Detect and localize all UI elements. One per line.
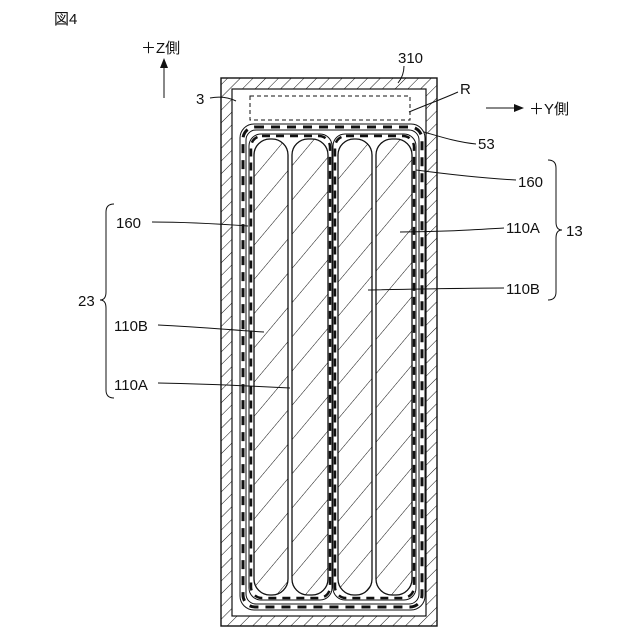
electrode-group-23: [249, 134, 332, 600]
label-110b-right: 110B: [506, 281, 540, 298]
brace-13: [548, 160, 562, 300]
z-axis-label: ＋Z側: [141, 40, 180, 57]
electrode-110b-left: [254, 139, 288, 595]
label-110a-left: 110A: [114, 377, 148, 394]
y-axis-indicator: ＋Y側: [486, 101, 569, 118]
label-310: 310: [398, 50, 423, 67]
brace-23: [100, 204, 114, 398]
label-3: 3: [196, 91, 204, 108]
label-53: 53: [478, 136, 495, 153]
figure-label: 図4: [54, 11, 77, 28]
label-r: R: [460, 81, 471, 98]
label-160-left: 160: [116, 215, 141, 232]
label-110b-left: 110B: [114, 318, 148, 335]
electrode-110a-left: [292, 139, 328, 595]
label-110a-right: 110A: [506, 220, 540, 237]
electrode-110b-right: [338, 139, 372, 595]
electrode-110a-right: [376, 139, 412, 595]
label-160-right: 160: [518, 174, 543, 191]
z-axis-indicator: ＋Z側: [141, 40, 180, 98]
y-axis-label: ＋Y側: [529, 101, 569, 118]
label-13: 13: [566, 223, 583, 240]
label-23: 23: [78, 293, 95, 310]
electrode-group-13: [333, 134, 416, 600]
